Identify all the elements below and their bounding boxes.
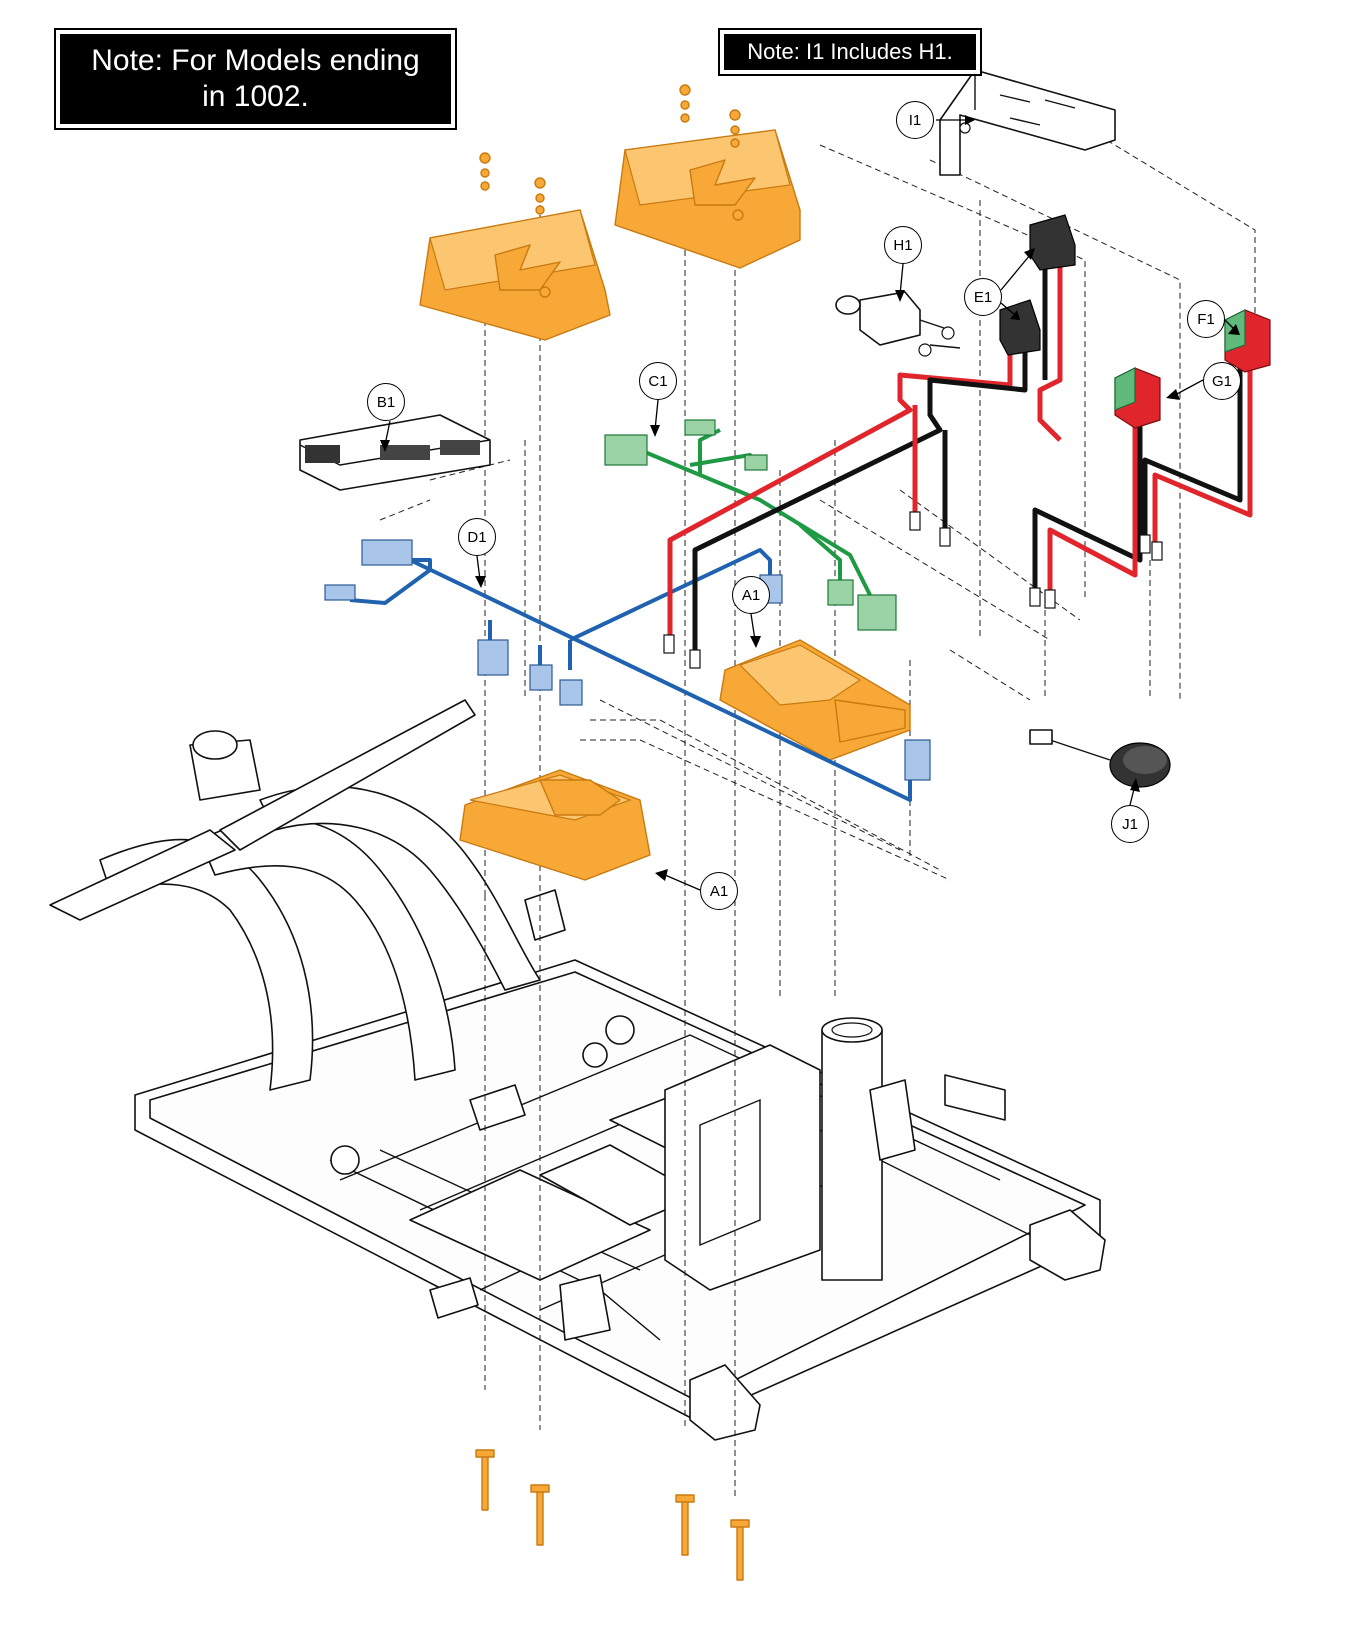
j1-buzzer bbox=[1029, 729, 1171, 788]
chassis-frame bbox=[49, 699, 1106, 1441]
callout-leaders bbox=[380, 115, 1240, 891]
cover-right bbox=[614, 129, 801, 269]
callout-a1-lower: A1 bbox=[700, 872, 738, 910]
d1-blue-harness bbox=[324, 539, 931, 802]
callout-a1-upper: A1 bbox=[732, 576, 770, 614]
callout-f1: F1 bbox=[1187, 300, 1225, 338]
callout-d1: D1 bbox=[458, 518, 496, 556]
power-wires bbox=[663, 260, 1253, 669]
includes-note-box: Note: I1 Includes H1. bbox=[718, 28, 982, 76]
callout-e1: E1 bbox=[964, 278, 1002, 316]
model-note-line1: Note: For Models ending bbox=[91, 44, 420, 77]
i1-mounting-bracket bbox=[939, 69, 1116, 176]
fasteners-top bbox=[479, 84, 741, 215]
g1-connector bbox=[1114, 367, 1161, 429]
callout-i1: I1 bbox=[896, 101, 934, 139]
model-note-box: Note: For Models ending in 1002. bbox=[54, 28, 457, 130]
b1-controller-board bbox=[299, 414, 491, 491]
includes-note-text: Note: I1 Includes H1. bbox=[724, 34, 976, 70]
fasteners-bottom bbox=[475, 1449, 750, 1581]
callout-g1: G1 bbox=[1203, 362, 1241, 400]
callout-b1: B1 bbox=[367, 383, 405, 421]
model-note-inner: Note: For Models ending in 1002. bbox=[60, 34, 451, 124]
callout-j1: J1 bbox=[1111, 805, 1149, 843]
f1-connector bbox=[1224, 309, 1271, 373]
callout-c1: C1 bbox=[639, 362, 677, 400]
module-a1-upper bbox=[719, 639, 911, 761]
callout-h1: H1 bbox=[884, 226, 922, 264]
module-a1-lower bbox=[459, 769, 651, 881]
e1-connectors bbox=[999, 214, 1076, 356]
h1-key-switch bbox=[835, 291, 961, 357]
model-note-line2: in 1002. bbox=[202, 80, 309, 113]
c1-green-harness bbox=[604, 419, 897, 631]
cover-left bbox=[419, 209, 611, 341]
